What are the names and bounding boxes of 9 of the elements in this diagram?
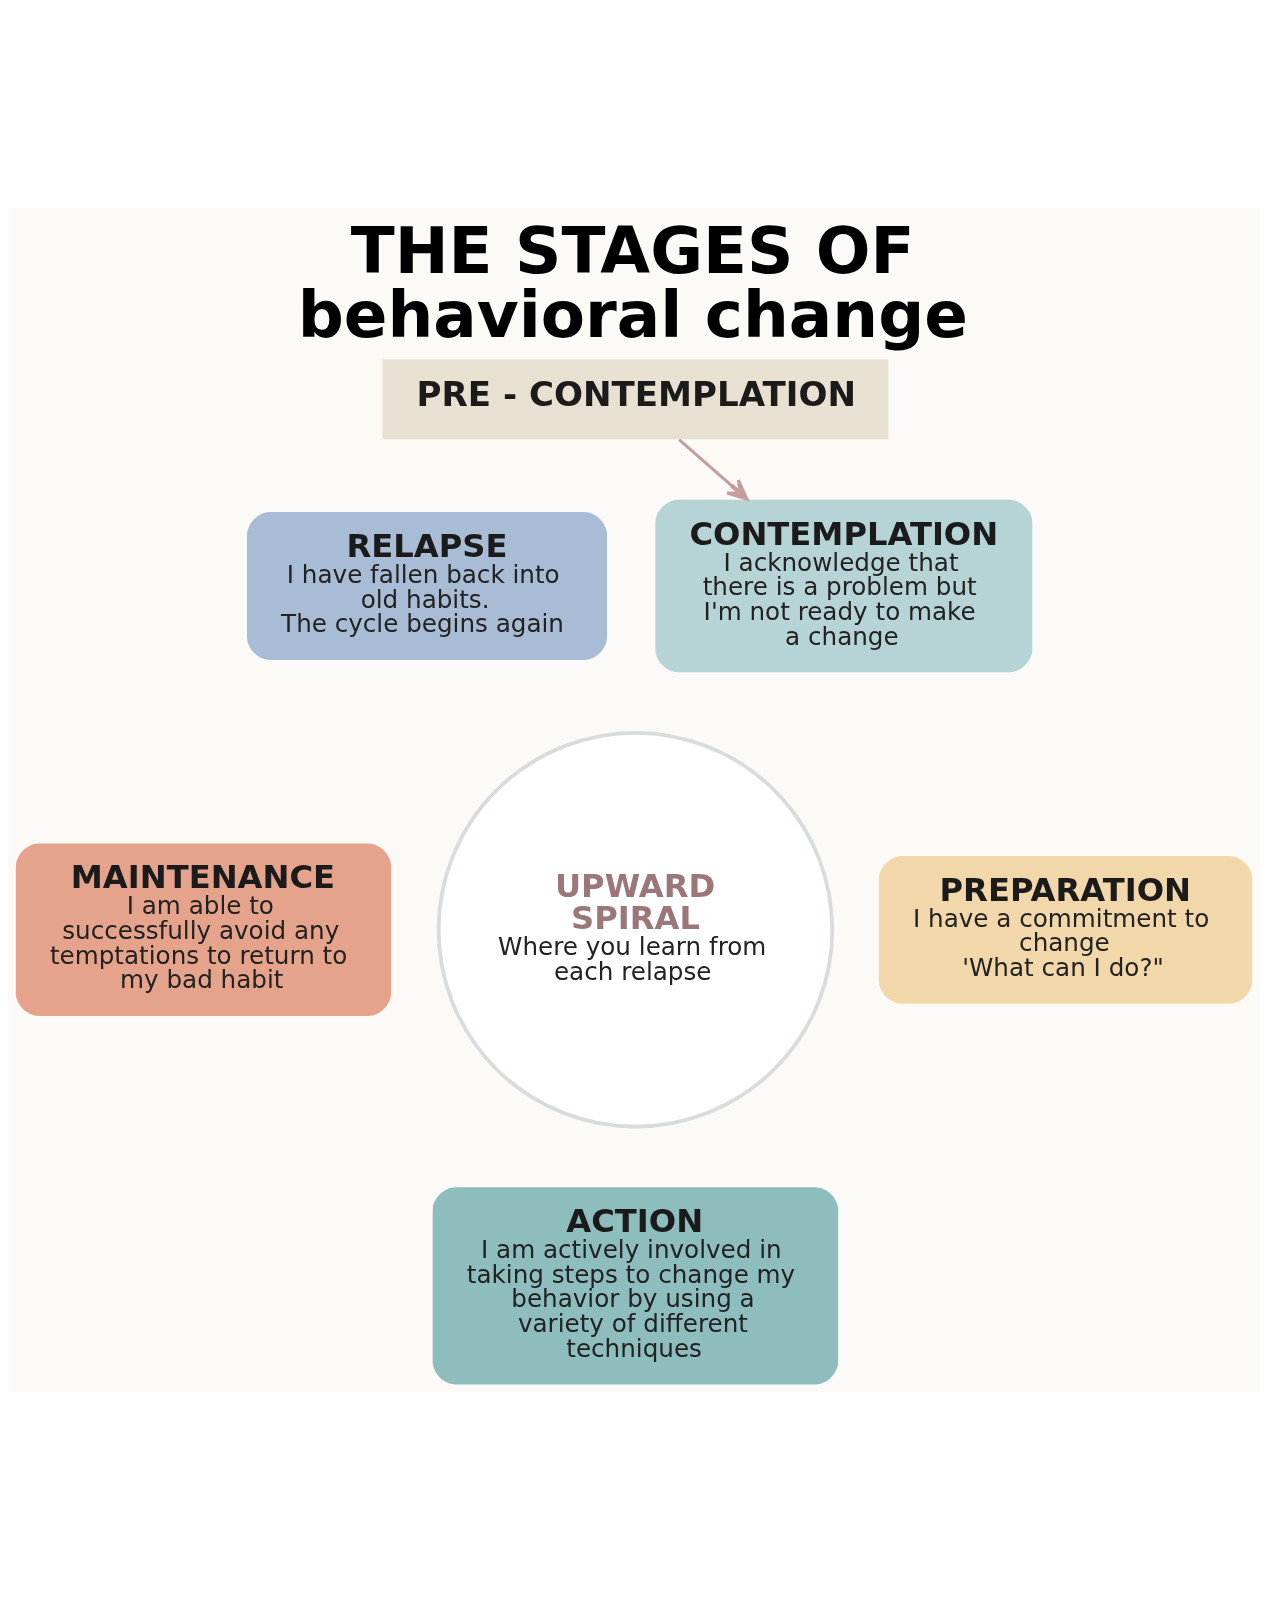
- node-box: ACTION I am actively involved in taking steps to change my behavior by using a variety of different techniques: [432, 1187, 839, 1385]
- diagram-title: THE STAGES OF behavioral change: [297, 212, 968, 353]
- node-box: RELAPSE I have fallen back into old habits. The cycle begins again: [247, 512, 607, 660]
- node-box: CONTEMPLATION I acknowledge that there is a problem but I'm not ready to make a change: [655, 499, 1033, 673]
- node-box: MAINTENANCE I am able to successfully avoid any temptations to return to my bad habit: [15, 843, 391, 1016]
- arrow: [678, 438, 749, 501]
- node-circle: UPWARD SPIRAL Where you learn from each relapse: [436, 731, 835, 1129]
- node-box: PREPARATION I have a commitment to change 'What can I do?": [878, 855, 1253, 1004]
- node-box: PRE - CONTEMPLATION: [382, 359, 889, 440]
